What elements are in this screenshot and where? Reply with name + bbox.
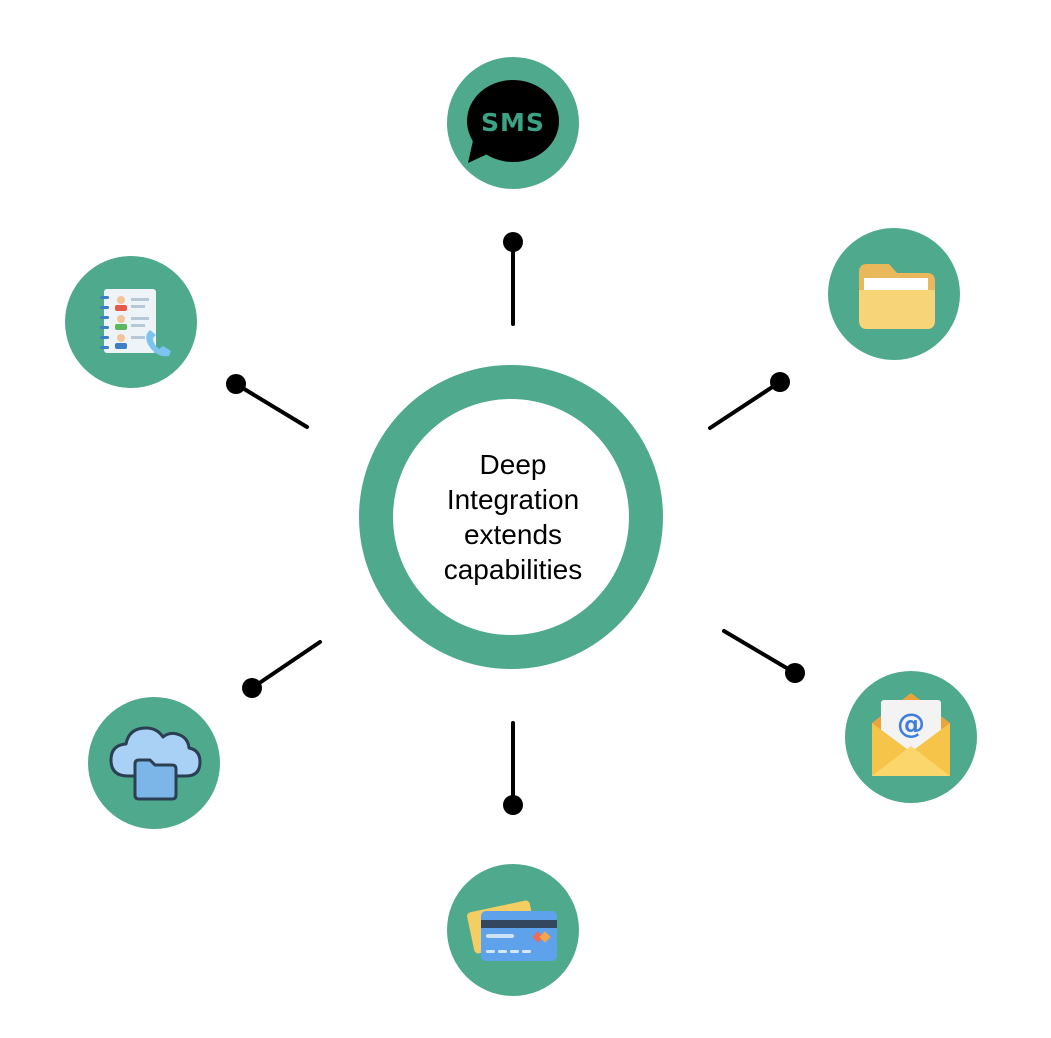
cloud-folder-icon [109,726,202,801]
contacts-phone-icon [100,289,171,357]
sms-icon: SMS [467,80,559,163]
connector-folder [708,372,790,430]
connector-cloud [242,640,322,698]
sms-label: SMS [481,108,545,137]
hub-line-3: extends [464,519,562,550]
hub-line-2: Integration [447,484,579,515]
central-hub: Deep Integration extends capabilities [359,365,663,669]
node-sms: SMS [447,57,579,189]
connector-contacts [226,374,309,429]
hub-line-1: Deep [480,449,547,480]
node-card [447,864,579,996]
connectors [226,232,805,815]
email-icon: @ [872,693,950,776]
node-cloud [88,697,220,829]
node-folder [828,228,960,360]
folder-icon [859,264,935,329]
credit-card-icon [467,900,557,961]
node-email: @ [845,671,977,803]
connector-email [722,629,805,683]
connector-card [503,721,523,815]
node-contacts [65,256,197,388]
hub-line-4: capabilities [444,554,583,585]
email-at-symbol: @ [897,707,925,740]
connector-sms [503,232,523,326]
